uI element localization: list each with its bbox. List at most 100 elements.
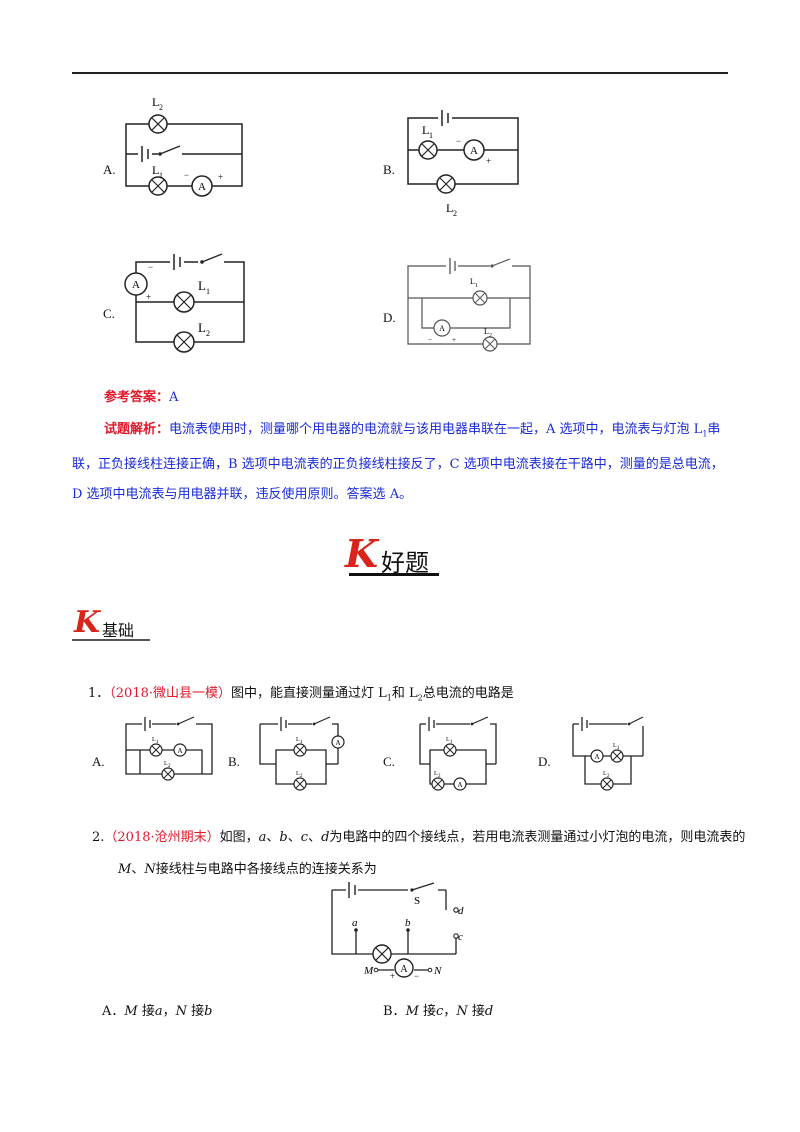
ammeter-icon: A <box>433 319 451 337</box>
q2-opt-b-v1: c <box>436 1004 444 1019</box>
lamp-icon <box>372 944 392 964</box>
lamp-icon <box>173 291 195 313</box>
switch-icon <box>627 716 645 726</box>
q1-text-c: 总电流的电路是 <box>422 686 514 701</box>
q2-opt-b-t1: 接 <box>418 1004 437 1019</box>
ammeter-icon: A <box>124 272 148 296</box>
ammeter-icon: A <box>191 175 213 197</box>
subsection-title: K 基础 <box>72 605 162 645</box>
svg-text:d: d <box>458 905 464 917</box>
svg-text:L: L <box>484 327 489 336</box>
svg-text:b: b <box>405 917 411 929</box>
terminal-a <box>354 928 358 932</box>
section-title-k: K <box>345 531 379 576</box>
svg-text:a: a <box>352 917 358 929</box>
svg-text:+: + <box>452 336 456 344</box>
svg-text:1: 1 <box>617 746 620 751</box>
q2-option-a[interactable]: A．M 接a，N 接b <box>102 1000 212 1019</box>
answer-line: 参考答案：A <box>104 386 178 405</box>
battery-icon <box>346 882 358 898</box>
svg-text:L: L <box>198 320 206 335</box>
q2-opt-a-v1: a <box>154 1004 163 1019</box>
svg-text:1: 1 <box>156 740 159 745</box>
battery-icon <box>142 717 152 731</box>
q1-text-a: 图中，能直接测量通过灯 L <box>231 686 387 701</box>
svg-text:1: 1 <box>450 740 453 745</box>
lamp-icon <box>436 174 456 194</box>
q2-var-a: a <box>258 830 267 845</box>
svg-text:−: − <box>428 336 432 344</box>
svg-text:L: L <box>164 761 168 767</box>
svg-text:2: 2 <box>438 774 441 779</box>
q2-opt-b-t3: 接 <box>467 1004 485 1019</box>
svg-text:+: + <box>390 971 395 980</box>
svg-text:L: L <box>296 771 300 777</box>
q2-sep: 、 <box>131 862 145 877</box>
svg-text:A: A <box>439 324 445 333</box>
q1-option-a-label: A. <box>92 754 105 769</box>
q2-opt-b-m: M <box>405 1004 419 1019</box>
svg-text:−: − <box>456 136 461 146</box>
lamp-icon <box>610 749 624 763</box>
svg-text:L: L <box>152 737 156 743</box>
lamp-icon <box>173 331 195 353</box>
lamp-icon <box>161 767 175 781</box>
q1-number: 1． <box>88 686 110 701</box>
svg-text:2: 2 <box>607 774 610 779</box>
section-title-text: 好题 <box>381 549 429 577</box>
q2-number: 2. <box>92 830 105 845</box>
battery-icon <box>446 258 458 274</box>
q2-opt-a-m: M <box>124 1004 138 1019</box>
svg-text:L: L <box>603 771 607 777</box>
battery-icon <box>579 717 589 731</box>
svg-text:L: L <box>152 95 159 109</box>
ammeter-icon: A <box>173 743 187 757</box>
svg-text:−: − <box>414 971 419 980</box>
svg-text:1: 1 <box>300 740 303 745</box>
battery-icon <box>170 254 184 270</box>
lamp-icon <box>482 336 498 352</box>
svg-text:L: L <box>446 737 450 743</box>
switch-icon <box>470 716 490 726</box>
question-1: 1．（2018·微山县一模）图中，能直接测量通过灯 L1和 L2总电流的电路是 <box>88 682 514 703</box>
q2-circuit: A S d c a b M N + − <box>331 882 464 980</box>
q1-option-c-label: C. <box>383 754 395 769</box>
svg-text:L: L <box>198 278 206 293</box>
battery-icon <box>138 146 152 162</box>
svg-text:2: 2 <box>300 774 303 779</box>
q2-opt-a-prefix: A． <box>102 1004 125 1019</box>
battery-icon <box>438 110 452 126</box>
switch-icon <box>408 882 438 892</box>
q1-sub-a: 1 <box>386 693 392 703</box>
lamp-icon <box>148 114 168 134</box>
switch-icon <box>176 716 196 726</box>
ammeter-icon: A <box>463 139 485 161</box>
q2-opt-b-t2: ， <box>443 1004 457 1019</box>
q2-sep: 、 <box>287 830 301 845</box>
svg-text:1: 1 <box>429 131 433 140</box>
subsection-title-k: K <box>74 605 101 640</box>
svg-text:N: N <box>433 965 442 977</box>
lamp-icon <box>472 290 488 306</box>
svg-text:L: L <box>613 743 617 749</box>
svg-text:L: L <box>434 771 438 777</box>
q1-sub-b: 2 <box>417 693 423 703</box>
svg-text:L: L <box>446 201 453 215</box>
ammeter-icon: A <box>453 777 467 791</box>
battery-icon <box>278 717 288 731</box>
svg-text:L: L <box>422 123 429 137</box>
q2-option-b[interactable]: B．M 接c，N 接d <box>383 1000 493 1019</box>
q2-text-2: 接线柱与电路中各接线点的连接关系为 <box>155 862 377 877</box>
svg-text:L: L <box>470 277 475 286</box>
ammeter-icon: A <box>590 749 604 763</box>
svg-text:2: 2 <box>159 103 163 112</box>
svg-text:1: 1 <box>159 171 163 180</box>
q2-text-1a: 如图， <box>219 830 259 845</box>
svg-text:A: A <box>400 964 408 975</box>
